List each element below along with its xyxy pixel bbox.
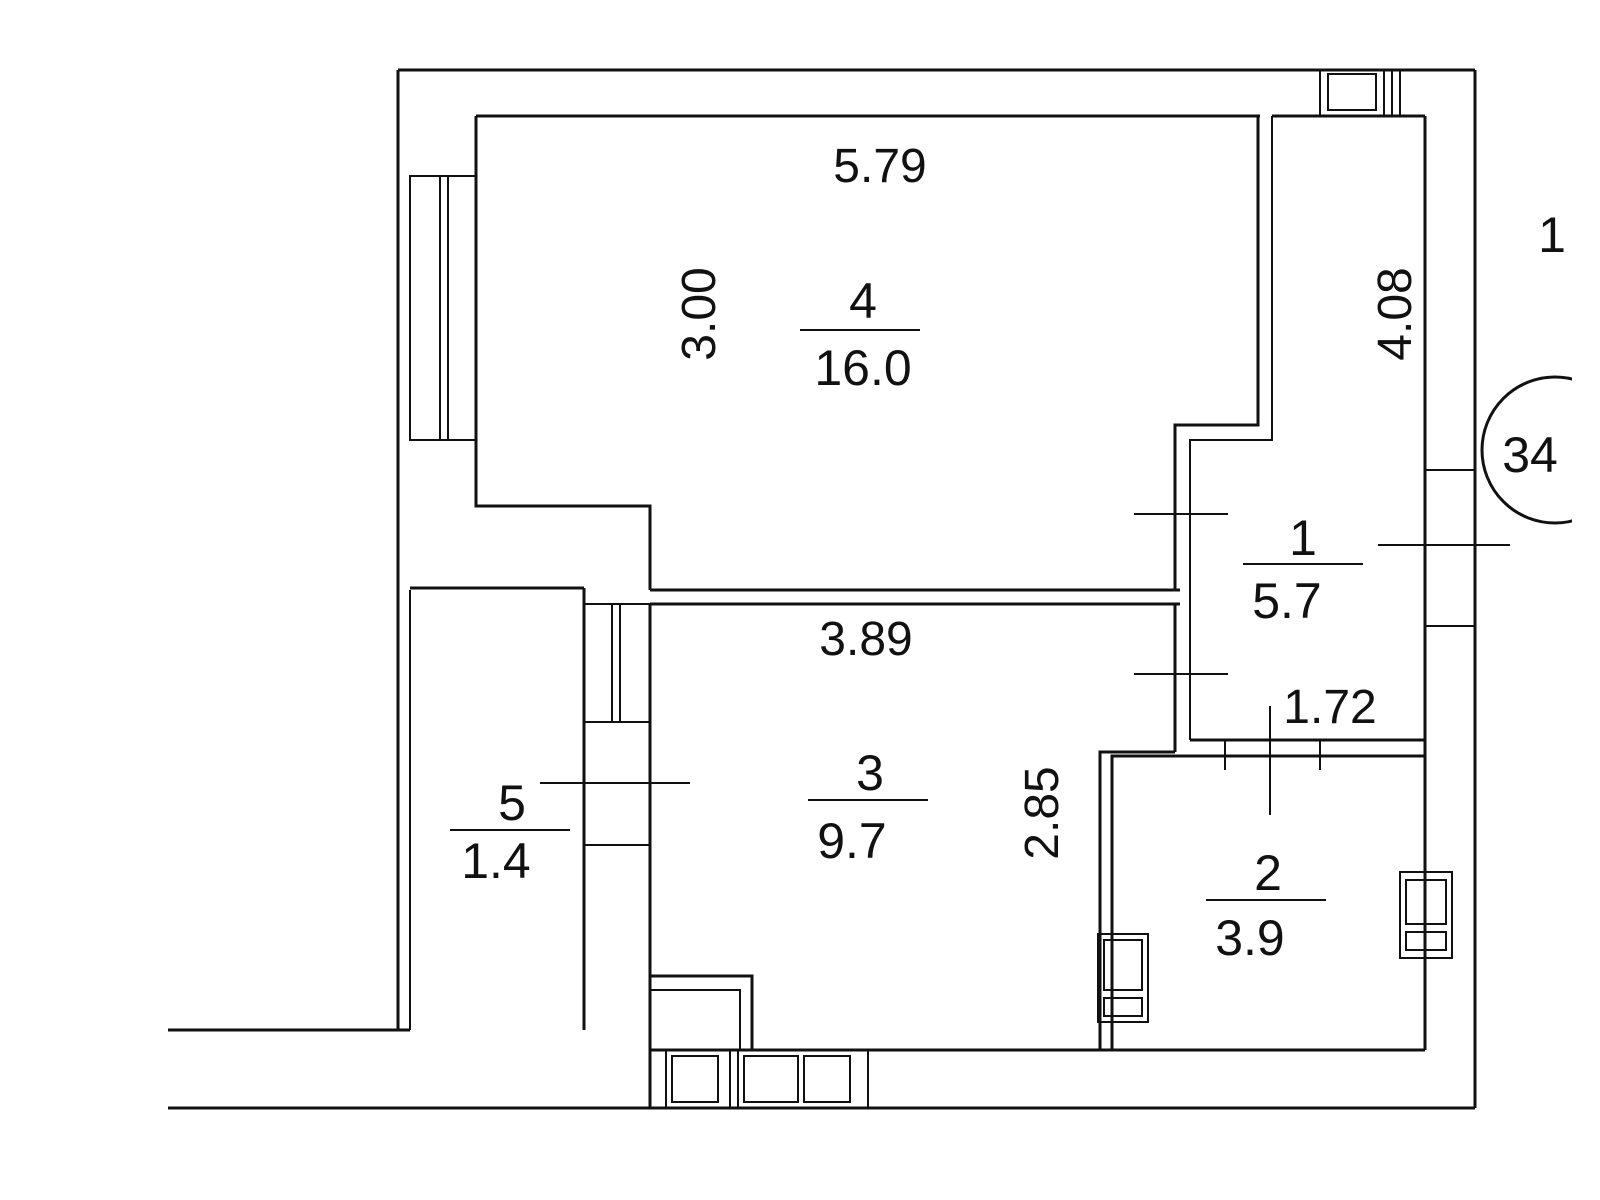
dimension-room3-depth: 2.85	[1016, 766, 1069, 859]
room-label-1: 1 5.7	[1243, 510, 1363, 629]
room-2-walls	[1098, 740, 1425, 1052]
room-5-number: 5	[498, 775, 526, 831]
room-label-3: 3 9.7	[808, 745, 928, 869]
room-3-area: 9.7	[817, 813, 887, 869]
room-label-5: 5 1.4	[450, 775, 570, 889]
floor-mark: 1	[1538, 207, 1566, 263]
dimension-room2-width: 1.72	[1283, 681, 1376, 734]
room-1-area: 5.7	[1252, 573, 1322, 629]
room-2-number: 2	[1254, 845, 1282, 901]
room-label-4: 4 16.0	[800, 273, 920, 396]
window-bottom	[665, 1049, 869, 1109]
room-4-number: 4	[849, 273, 877, 329]
room-3-number: 3	[856, 745, 884, 801]
fixtures	[1097, 871, 1453, 1023]
room-1-number: 1	[1289, 510, 1317, 566]
windows	[409, 69, 1401, 1109]
dimension-room1-depth: 4.08	[1369, 267, 1422, 360]
dimension-room3-width: 3.89	[819, 613, 912, 666]
dimension-room4-width: 5.79	[833, 140, 926, 193]
door-ticks	[540, 513, 1510, 815]
axis-marker-label: 34	[1502, 427, 1558, 483]
room-4-area: 16.0	[814, 340, 911, 396]
window-top	[1319, 69, 1401, 117]
axis-marker: 34	[1480, 360, 1600, 560]
room-5-area: 1.4	[461, 833, 531, 889]
window-left	[409, 175, 477, 441]
room-label-2: 2 3.9	[1206, 845, 1326, 966]
dimension-room4-depth: 3.00	[673, 267, 726, 360]
window-kitchen	[583, 603, 651, 723]
room-2-area: 3.9	[1215, 910, 1285, 966]
fixture-left	[1097, 933, 1149, 1023]
fixture-right	[1399, 871, 1453, 959]
